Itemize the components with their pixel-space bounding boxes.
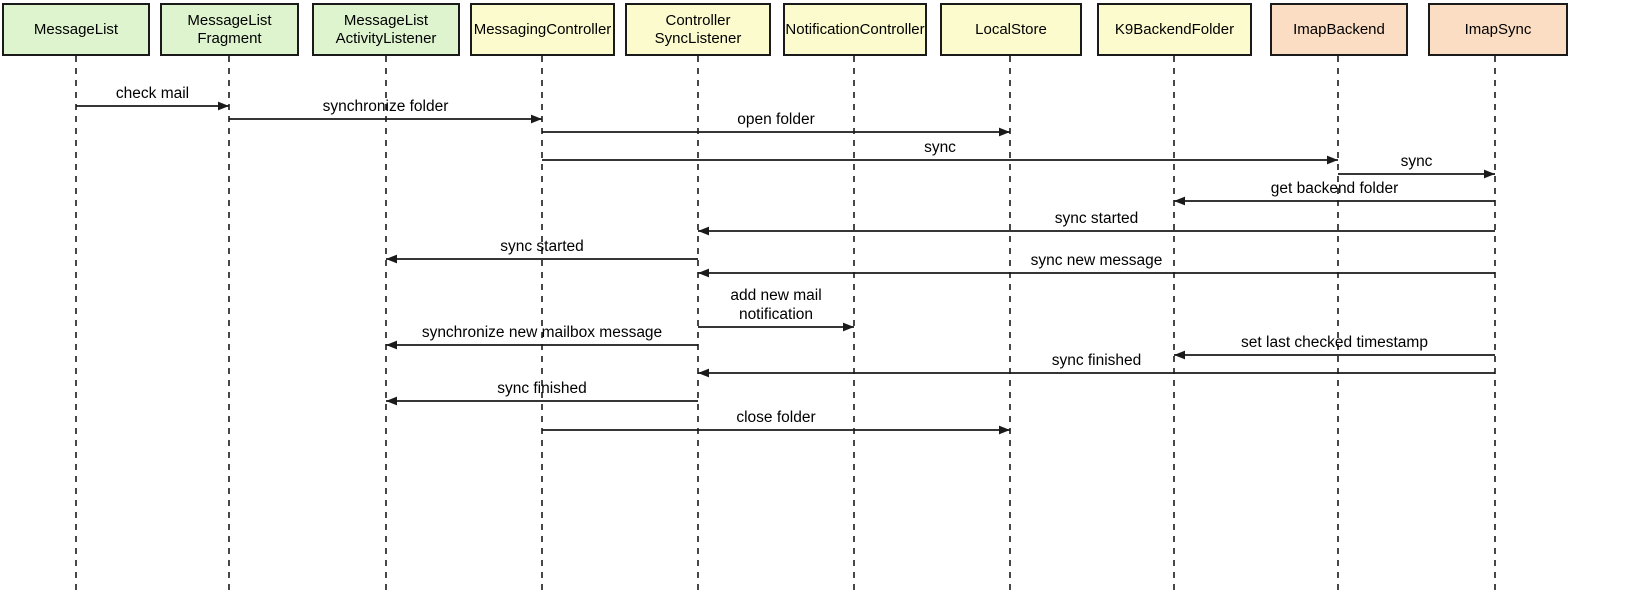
participant-box-messagingcontroller: MessagingController bbox=[470, 3, 615, 56]
participant-box-imapsync: ImapSync bbox=[1428, 3, 1568, 56]
message-arrows-group bbox=[76, 101, 1495, 435]
participant-box-notificationcontroller: NotificationController bbox=[783, 3, 927, 56]
participant-box-controllersynclistener: Controller SyncListener bbox=[625, 3, 771, 56]
lifelines-group bbox=[75, 56, 1496, 594]
participant-box-messagelistactivitylistener: MessageList ActivityListener bbox=[312, 3, 460, 56]
participant-box-messagelist: MessageList bbox=[2, 3, 150, 56]
participant-box-messagelistfragment: MessageList Fragment bbox=[160, 3, 299, 56]
participant-box-localstore: LocalStore bbox=[940, 3, 1082, 56]
participant-box-imapbackend: ImapBackend bbox=[1270, 3, 1408, 56]
participant-box-k9backendfolder: K9BackendFolder bbox=[1097, 3, 1252, 56]
